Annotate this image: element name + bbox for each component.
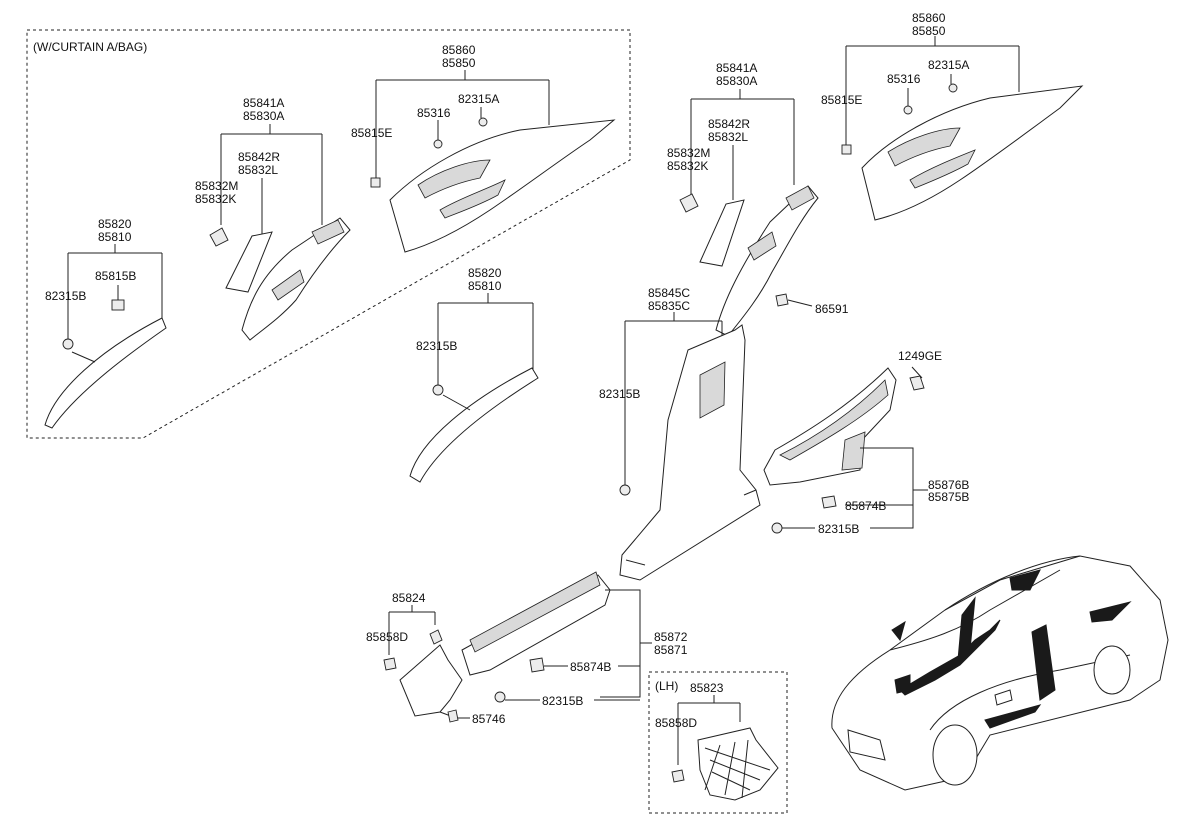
- part-label-85815E: 85815E: [351, 126, 392, 140]
- part-label-85820: 85820: [98, 217, 132, 231]
- part-label-85845C: 85845C: [648, 286, 690, 300]
- part-label-85316-b: 85316: [887, 72, 921, 86]
- c-pillar-trim-curtain: 85860 85850 82315A 85316 85815E: [351, 43, 616, 253]
- clip-icon: [62, 338, 74, 350]
- cowl-side-trim: 85824 85858D 85746: [366, 591, 506, 726]
- part-label-82315B-e: 82315B: [542, 694, 583, 708]
- part-label-85815E-b: 85815E: [821, 93, 862, 107]
- part-label-85832L-b: 85832L: [708, 130, 748, 144]
- rear-door-scuff-trim: 1249GE 85876B 85875B 85874B 82315B: [763, 349, 969, 536]
- part-label-85871: 85871: [654, 643, 688, 657]
- part-label-85850: 85850: [442, 56, 476, 70]
- part-label-85841A: 85841A: [243, 96, 284, 110]
- part-label-85832K-b: 85832K: [667, 159, 708, 173]
- part-label-85830A-b: 85830A: [716, 74, 757, 88]
- part-label-85832M: 85832M: [195, 179, 238, 193]
- part-label-82315B-b: 82315B: [416, 339, 457, 353]
- part-label-82315A-b: 82315A: [928, 58, 969, 72]
- part-label-85815B: 85815B: [95, 269, 136, 283]
- part-label-85832K: 85832K: [195, 192, 236, 206]
- part-label-85872: 85872: [654, 630, 688, 644]
- part-label-85832M-b: 85832M: [667, 146, 710, 160]
- part-label-85842R-b: 85842R: [708, 117, 750, 131]
- part-label-82315B: 82315B: [45, 289, 86, 303]
- clip-icon: [111, 299, 125, 311]
- curtain-airbag-group-label: (W/CURTAIN A/BAG): [33, 40, 147, 54]
- part-label-85832L: 85832L: [238, 163, 278, 177]
- part-label-85841A-b: 85841A: [716, 61, 757, 75]
- part-label-85875B: 85875B: [928, 490, 969, 504]
- part-label-85824: 85824: [392, 591, 426, 605]
- a-pillar-trim-curtain: 85820 85810 85815B 82315B: [44, 217, 167, 429]
- c-pillar-trim: 85860 85850 82315A 85316 85815E: [821, 11, 1084, 221]
- vehicle-location-illustration: [831, 555, 1169, 791]
- part-label-85746: 85746: [472, 712, 506, 726]
- a-pillar-trim: 85820 85810 82315B: [409, 266, 539, 483]
- part-label-85316: 85316: [417, 106, 451, 120]
- part-label-85820-b: 85820: [468, 266, 502, 280]
- part-label-85810: 85810: [98, 230, 132, 244]
- part-label-85823: 85823: [690, 681, 724, 695]
- part-label-85874B-b: 85874B: [570, 660, 611, 674]
- part-label-82315B-c: 82315B: [599, 387, 640, 401]
- lh-group: (LH) 85823 85858D: [648, 671, 788, 814]
- part-label-85842R: 85842R: [238, 150, 280, 164]
- part-label-82315A: 82315A: [458, 92, 499, 106]
- part-label-85835C: 85835C: [648, 299, 690, 313]
- part-label-85860: 85860: [442, 43, 476, 57]
- b-pillar-upper-trim: 85841A 85830A 85842R 85832L 85832M 85832…: [667, 61, 849, 337]
- b-pillar-upper-curtain: 85841A 85830A 85842R 85832L 85832M 85832…: [195, 96, 351, 341]
- part-label-85858D: 85858D: [366, 630, 408, 644]
- lh-group-label: (LH): [655, 679, 678, 693]
- part-label-85850-b: 85850: [912, 24, 946, 38]
- part-label-85858D-b: 85858D: [655, 716, 697, 730]
- part-label-86591: 86591: [815, 302, 849, 316]
- b-pillar-lower-trim: 85845C 85835C 82315B: [599, 286, 761, 581]
- part-label-1249GE: 1249GE: [898, 349, 942, 363]
- part-label-85830A: 85830A: [243, 109, 284, 123]
- front-door-scuff-trim: 85872 85871 85874B 82315B: [461, 571, 688, 708]
- part-label-85860-b: 85860: [912, 11, 946, 25]
- part-label-82315B-d: 82315B: [818, 522, 859, 536]
- part-label-85876B: 85876B: [928, 478, 969, 492]
- curtain-airbag-group: (W/CURTAIN A/BAG): [26, 29, 631, 439]
- part-label-85874B: 85874B: [845, 499, 886, 513]
- part-label-85810-b: 85810: [468, 279, 502, 293]
